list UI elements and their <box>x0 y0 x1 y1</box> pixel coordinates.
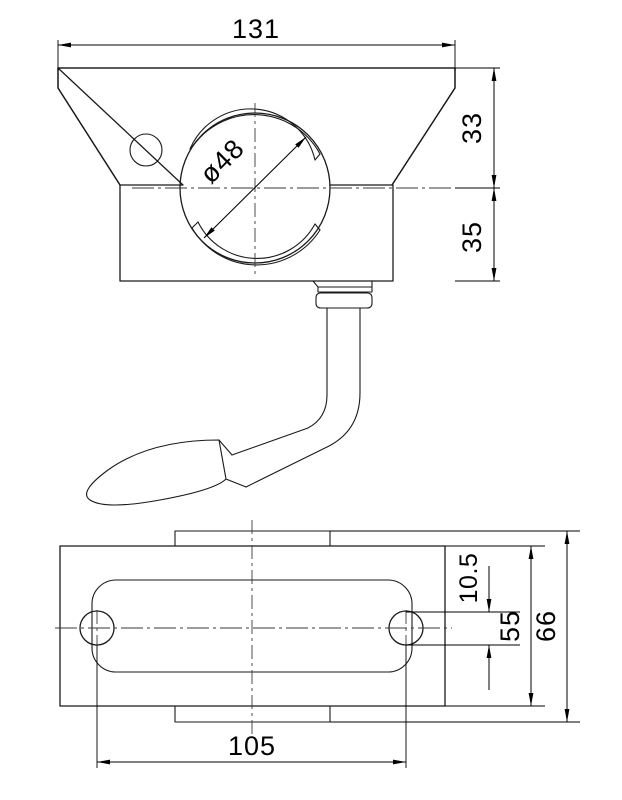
dim-label-diameter-48: ø48 <box>194 133 250 189</box>
dim-label-height-55: 55 <box>495 610 525 642</box>
bottom-view-centerlines <box>55 520 452 735</box>
mounting-hole-front <box>129 133 163 167</box>
front-view-body-block <box>119 184 394 282</box>
collar-washer <box>312 280 373 309</box>
dim-label-height-35: 35 <box>457 221 487 253</box>
lever-handle <box>86 307 361 506</box>
dim-span-105 <box>96 645 407 768</box>
dim-width-131 <box>57 40 456 70</box>
front-view-flange-plate <box>57 67 456 186</box>
dim-height-55 <box>445 545 545 707</box>
locating-tab-bottom <box>174 705 331 723</box>
dim-height-66 <box>330 530 580 723</box>
dim-label-width-131: 131 <box>232 14 280 44</box>
dim-label-span-105: 105 <box>228 731 276 761</box>
dim-label-height-66: 66 <box>531 610 561 642</box>
dim-label-height-33: 33 <box>457 112 487 144</box>
bottom-plate-outline <box>59 545 446 707</box>
front-view: ø48 131 <box>57 14 500 506</box>
dim-label-hole-diameter: 10.5 <box>455 553 483 604</box>
dim-height-35 <box>455 188 500 282</box>
bottom-view: 105 10.5 55 66 <box>55 520 580 768</box>
diameter-dimension-arrow <box>203 136 307 239</box>
dim-hole-diameter <box>406 566 520 690</box>
locating-tab-top <box>174 530 331 547</box>
